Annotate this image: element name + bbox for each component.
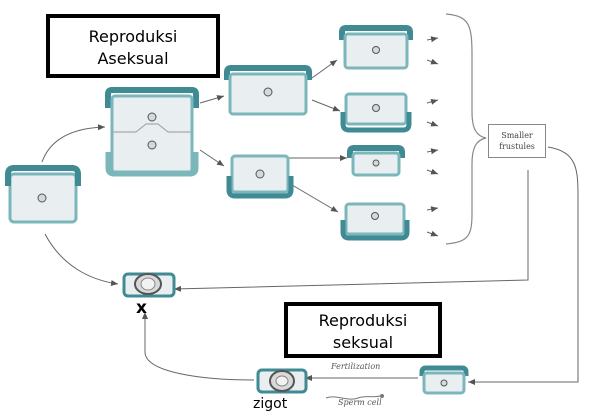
large-daughter-cell <box>224 65 312 116</box>
flow-arrows <box>41 59 579 385</box>
arrow-large-to-top <box>311 59 338 79</box>
arrow-zygote-to-auxospore <box>142 312 255 381</box>
smaller-frustules-label: Smaller frustules <box>488 124 546 158</box>
arrow-large-to-second <box>311 99 341 112</box>
cell-gen2-4 <box>340 202 410 241</box>
arrow-small-to-fourth <box>286 181 339 213</box>
sexual-label-line1: Reproduksi <box>318 311 408 330</box>
arrow-bracket-to-auxospore <box>173 170 529 292</box>
cell-gen2-1 <box>339 25 413 70</box>
sperm-cell-label: Sperm cell <box>338 398 382 407</box>
auxospore-cell <box>122 272 176 298</box>
asexual-label-line1: Reproduksi <box>88 27 178 46</box>
asexual-label-line2: Aseksual <box>97 49 169 68</box>
smaller-label-line2: frustules <box>499 142 535 151</box>
small-daughter-cell <box>226 154 294 199</box>
gamete-cell <box>419 365 469 395</box>
arrow-smaller-to-gamete <box>468 146 579 385</box>
output-arrows <box>426 36 439 237</box>
sexual-label-line2: seksual <box>332 333 394 352</box>
sexual-reproduction-label: Reproduksi seksual <box>284 302 442 358</box>
asexual-reproduction-label: Reproduksi Aseksual <box>46 14 220 78</box>
fertilization-label: Fertilization <box>331 362 381 371</box>
zygote-cell <box>256 368 308 394</box>
dividing-diatom-cell <box>105 87 199 177</box>
arrow-parent-to-division <box>41 124 106 163</box>
auxospore-label: x <box>136 298 147 318</box>
cell-gen2-3 <box>347 145 405 177</box>
arrow-division-to-small <box>199 149 225 167</box>
cell-gen2-2 <box>340 92 412 133</box>
arrow-parent-to-auxospore <box>44 233 119 286</box>
parent-diatom-cell <box>5 165 81 224</box>
zygote-label: zigot <box>253 396 288 412</box>
sperm-cell <box>325 394 384 400</box>
smaller-label-line1: Smaller <box>501 131 533 140</box>
arrow-division-to-large <box>199 95 225 104</box>
bracket <box>445 13 487 245</box>
